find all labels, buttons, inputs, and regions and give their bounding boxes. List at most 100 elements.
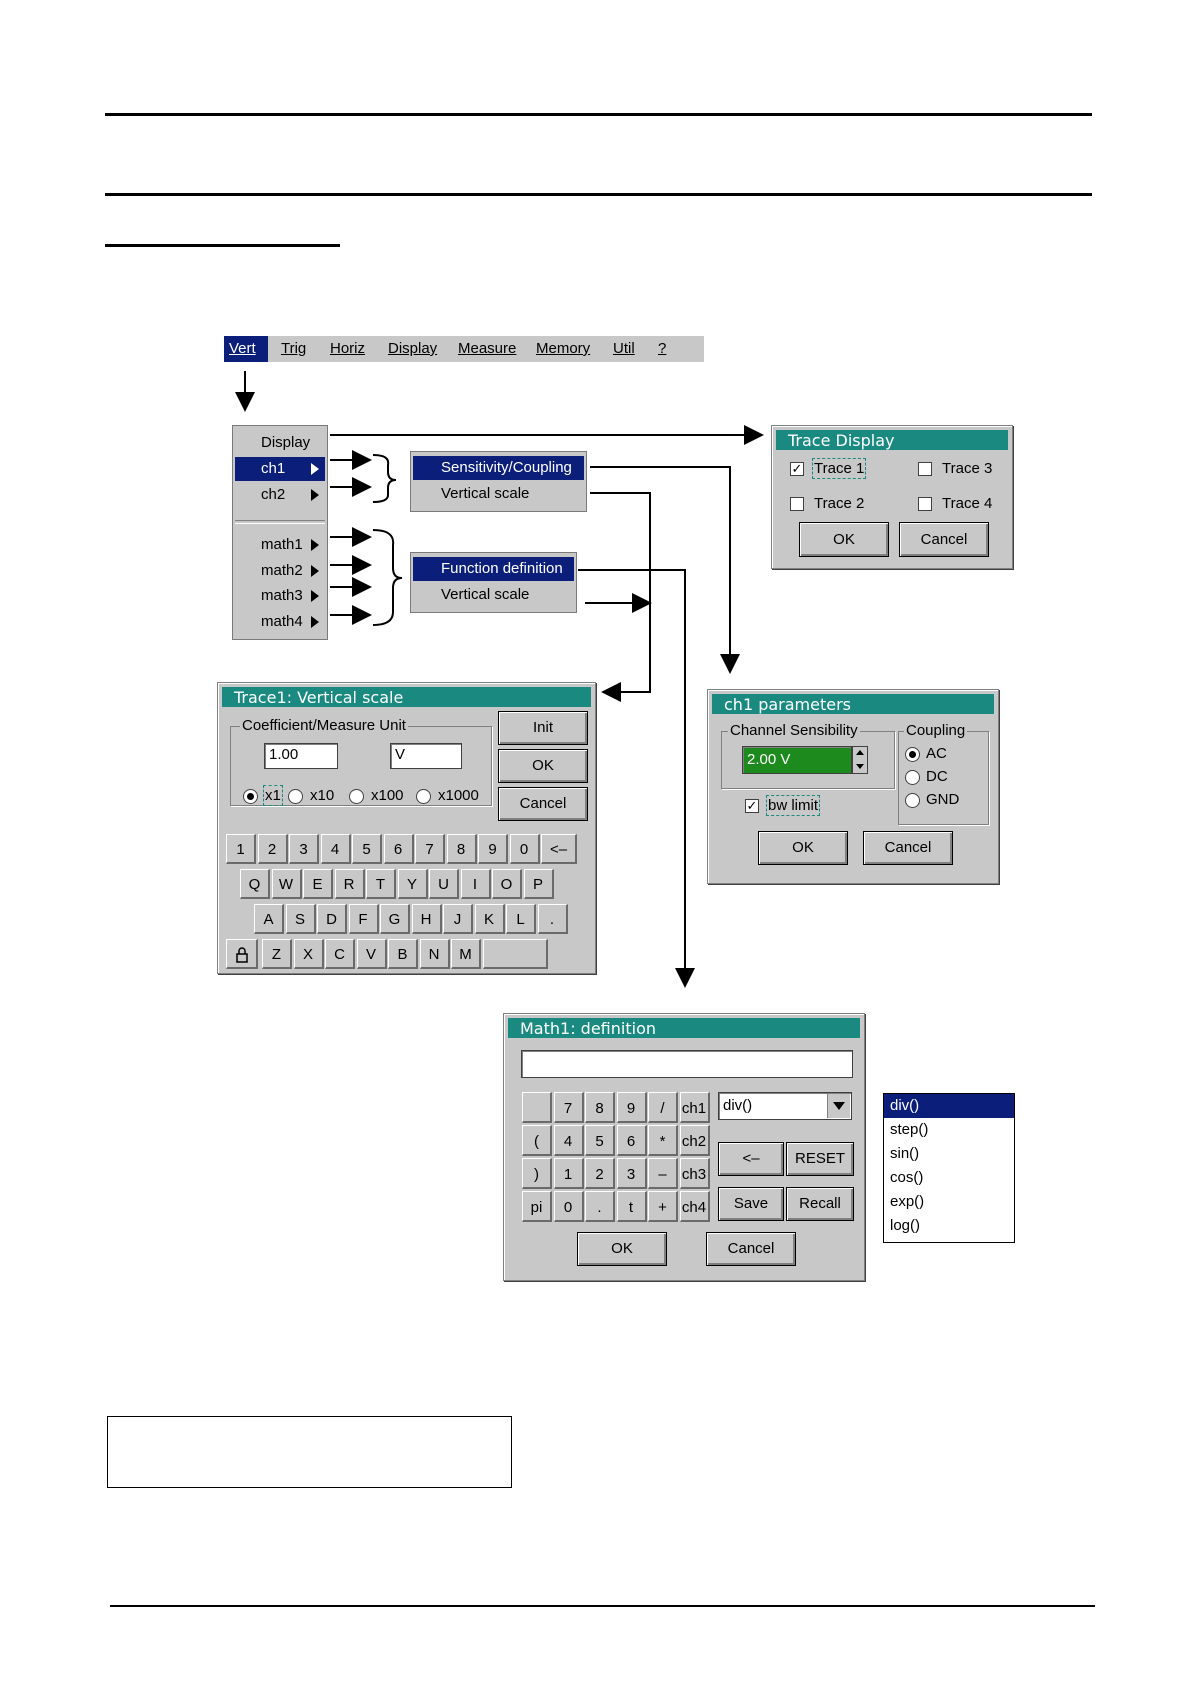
key-Z[interactable]: Z (262, 939, 292, 969)
math-key-ch1[interactable]: ch1 (679, 1092, 710, 1123)
key-M[interactable]: M (451, 939, 481, 969)
math-key-t[interactable]: t (616, 1191, 647, 1222)
menu-item-ch-vertical-scale[interactable]: Vertical scale (441, 485, 530, 502)
key-5[interactable]: 5 (352, 834, 382, 864)
unit-input[interactable]: V (390, 743, 462, 769)
math-key-op0[interactable]: ( (522, 1125, 552, 1156)
sensitivity-value[interactable]: 2.00 V (742, 746, 852, 774)
key-space[interactable] (482, 939, 548, 969)
math-key-pi[interactable]: pi (522, 1191, 552, 1222)
ok-button[interactable]: OK (799, 522, 889, 557)
coupling-dc-radio[interactable] (905, 770, 920, 785)
key-G[interactable]: G (380, 904, 410, 934)
math-key-9[interactable]: 9 (616, 1092, 647, 1123)
key-Y[interactable]: Y (397, 869, 428, 899)
key-2[interactable]: 2 (257, 834, 288, 864)
key-6[interactable]: 6 (383, 834, 414, 864)
key-3[interactable]: 3 (289, 834, 319, 864)
coupling-ac-radio[interactable] (905, 747, 920, 762)
key-H[interactable]: H (411, 904, 442, 934)
function-select[interactable]: div() (718, 1092, 852, 1120)
ok-button[interactable]: OK (498, 749, 588, 783)
key-back[interactable]: <– (541, 834, 577, 864)
key-U[interactable]: U (429, 869, 459, 899)
key-T[interactable]: T (366, 869, 396, 899)
backspace-button[interactable]: <– (718, 1142, 784, 1176)
trace4-checkbox[interactable] (918, 497, 932, 511)
trace2-checkbox[interactable] (790, 497, 804, 511)
function-list-item[interactable]: log() (890, 1217, 921, 1234)
math-key-6[interactable]: 6 (616, 1125, 647, 1156)
math-key-ch3[interactable]: ch3 (679, 1158, 710, 1189)
spin-up-icon[interactable] (856, 750, 864, 755)
key-S[interactable]: S (285, 904, 316, 934)
key-7[interactable]: 7 (415, 834, 445, 864)
multiplier-x1-radio[interactable] (243, 789, 258, 804)
math-key-5[interactable]: 5 (585, 1125, 615, 1156)
menu-item-display[interactable]: Display (261, 434, 311, 451)
key-0[interactable]: 0 (509, 834, 540, 864)
function-list-item[interactable]: cos() (890, 1169, 924, 1186)
key-V[interactable]: V (356, 939, 387, 969)
multiplier-x1000-radio[interactable] (416, 789, 431, 804)
math-key-3[interactable]: 3 (616, 1158, 647, 1189)
key-P[interactable]: P (523, 869, 554, 899)
key-E[interactable]: E (303, 869, 333, 899)
coefficient-input[interactable]: 1.00 (264, 743, 338, 769)
menubar-display[interactable]: Display (388, 340, 438, 357)
cancel-button[interactable]: Cancel (498, 787, 588, 821)
key-B[interactable]: B (388, 939, 418, 969)
menu-item-ch2[interactable]: ch2 (235, 483, 325, 507)
menubar-util[interactable]: Util (613, 340, 635, 357)
key-4[interactable]: 4 (320, 834, 351, 864)
menu-item-math-vertical-scale[interactable]: Vertical scale (441, 586, 530, 603)
key-9[interactable]: 9 (478, 834, 508, 864)
menu-item-ch1[interactable]: ch1 (235, 457, 325, 481)
multiplier-x100-radio[interactable] (349, 789, 364, 804)
key-C[interactable]: C (325, 939, 355, 969)
math-key-1[interactable]: 1 (553, 1158, 584, 1189)
math-key-ch2[interactable]: ch2 (679, 1125, 710, 1156)
key-J[interactable]: J (443, 904, 473, 934)
lock-icon[interactable] (226, 939, 258, 969)
math-key-op0[interactable]: ) (522, 1158, 552, 1189)
menu-item-math4[interactable]: math4 (235, 610, 325, 634)
menubar-help[interactable]: ? (658, 340, 667, 357)
menu-item-math2[interactable]: math2 (235, 559, 325, 583)
trace3-checkbox[interactable] (918, 462, 932, 476)
bw-limit-checkbox[interactable]: ✓ (745, 798, 759, 813)
key-1[interactable]: 1 (226, 834, 256, 864)
menubar-horiz[interactable]: Horiz (330, 340, 366, 357)
key-Q[interactable]: Q (240, 869, 270, 899)
math-key-op4[interactable]: * (648, 1125, 678, 1156)
key-8[interactable]: 8 (446, 834, 477, 864)
menu-item-sensitivity-coupling[interactable]: Sensitivity/Coupling (413, 456, 584, 480)
math-key-4[interactable]: 4 (553, 1125, 584, 1156)
key-dot[interactable]: . (537, 904, 568, 934)
cancel-button[interactable]: Cancel (899, 522, 989, 557)
spin-down-icon[interactable] (856, 764, 864, 769)
key-D[interactable]: D (317, 904, 347, 934)
trace1-checkbox[interactable]: ✓ (790, 461, 804, 476)
recall-button[interactable]: Recall (786, 1187, 854, 1221)
menubar-memory[interactable]: Memory (536, 340, 591, 357)
cancel-button[interactable]: Cancel (706, 1232, 796, 1266)
menubar-vert[interactable]: Vert (224, 336, 268, 362)
key-F[interactable]: F (348, 904, 379, 934)
expression-input[interactable] (521, 1050, 853, 1078)
multiplier-x10-radio[interactable] (288, 789, 303, 804)
key-R[interactable]: R (334, 869, 365, 899)
dropdown-arrow-icon[interactable] (827, 1094, 850, 1118)
key-O[interactable]: O (492, 869, 522, 899)
init-button[interactable]: Init (498, 711, 588, 745)
ok-button[interactable]: OK (758, 831, 848, 865)
math-key-blank[interactable] (522, 1092, 552, 1123)
key-A[interactable]: A (254, 904, 284, 934)
cancel-button[interactable]: Cancel (863, 831, 953, 865)
key-K[interactable]: K (474, 904, 505, 934)
save-button[interactable]: Save (718, 1187, 784, 1221)
function-list-item[interactable]: sin() (890, 1145, 920, 1162)
key-L[interactable]: L (506, 904, 536, 934)
key-N[interactable]: N (419, 939, 450, 969)
math-key-ch4[interactable]: ch4 (679, 1191, 710, 1222)
